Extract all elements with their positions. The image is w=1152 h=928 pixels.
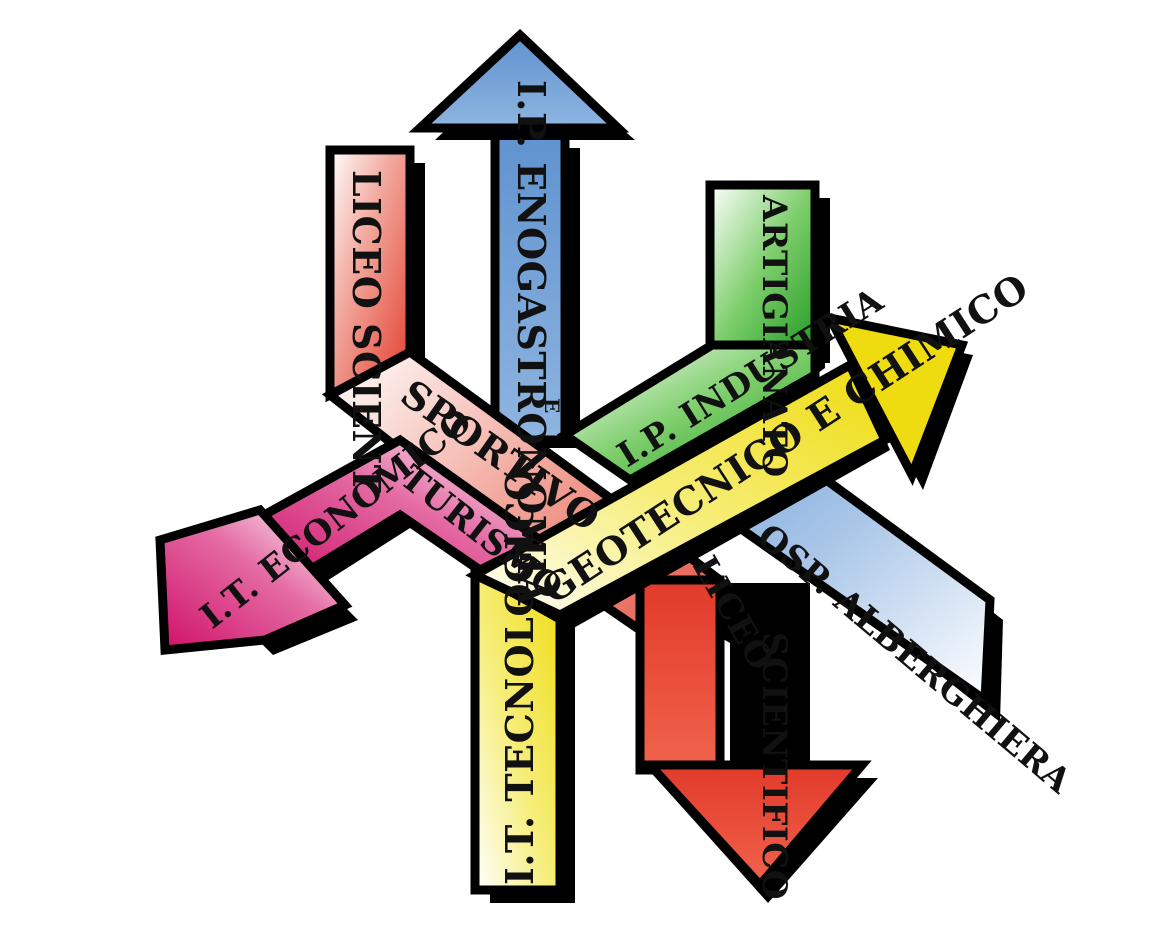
magenta-arrow [155,434,550,655]
label-enogastronomia: I.P. ENOGASTRONOMIA [509,80,554,606]
green-arrow [556,180,830,493]
label-scientifico: SCIENTIFICO [754,632,794,900]
label-it-tecnologico: I.T. TECNOLOGICO [497,467,542,885]
yellow-arrow [465,311,973,903]
label-artigianato: ARTIGIANATO [754,194,794,478]
red-arrow [321,145,878,903]
label-e-conjunction: E [540,398,564,414]
label-liceo-scient: LICEO SCIENT. [344,170,389,502]
